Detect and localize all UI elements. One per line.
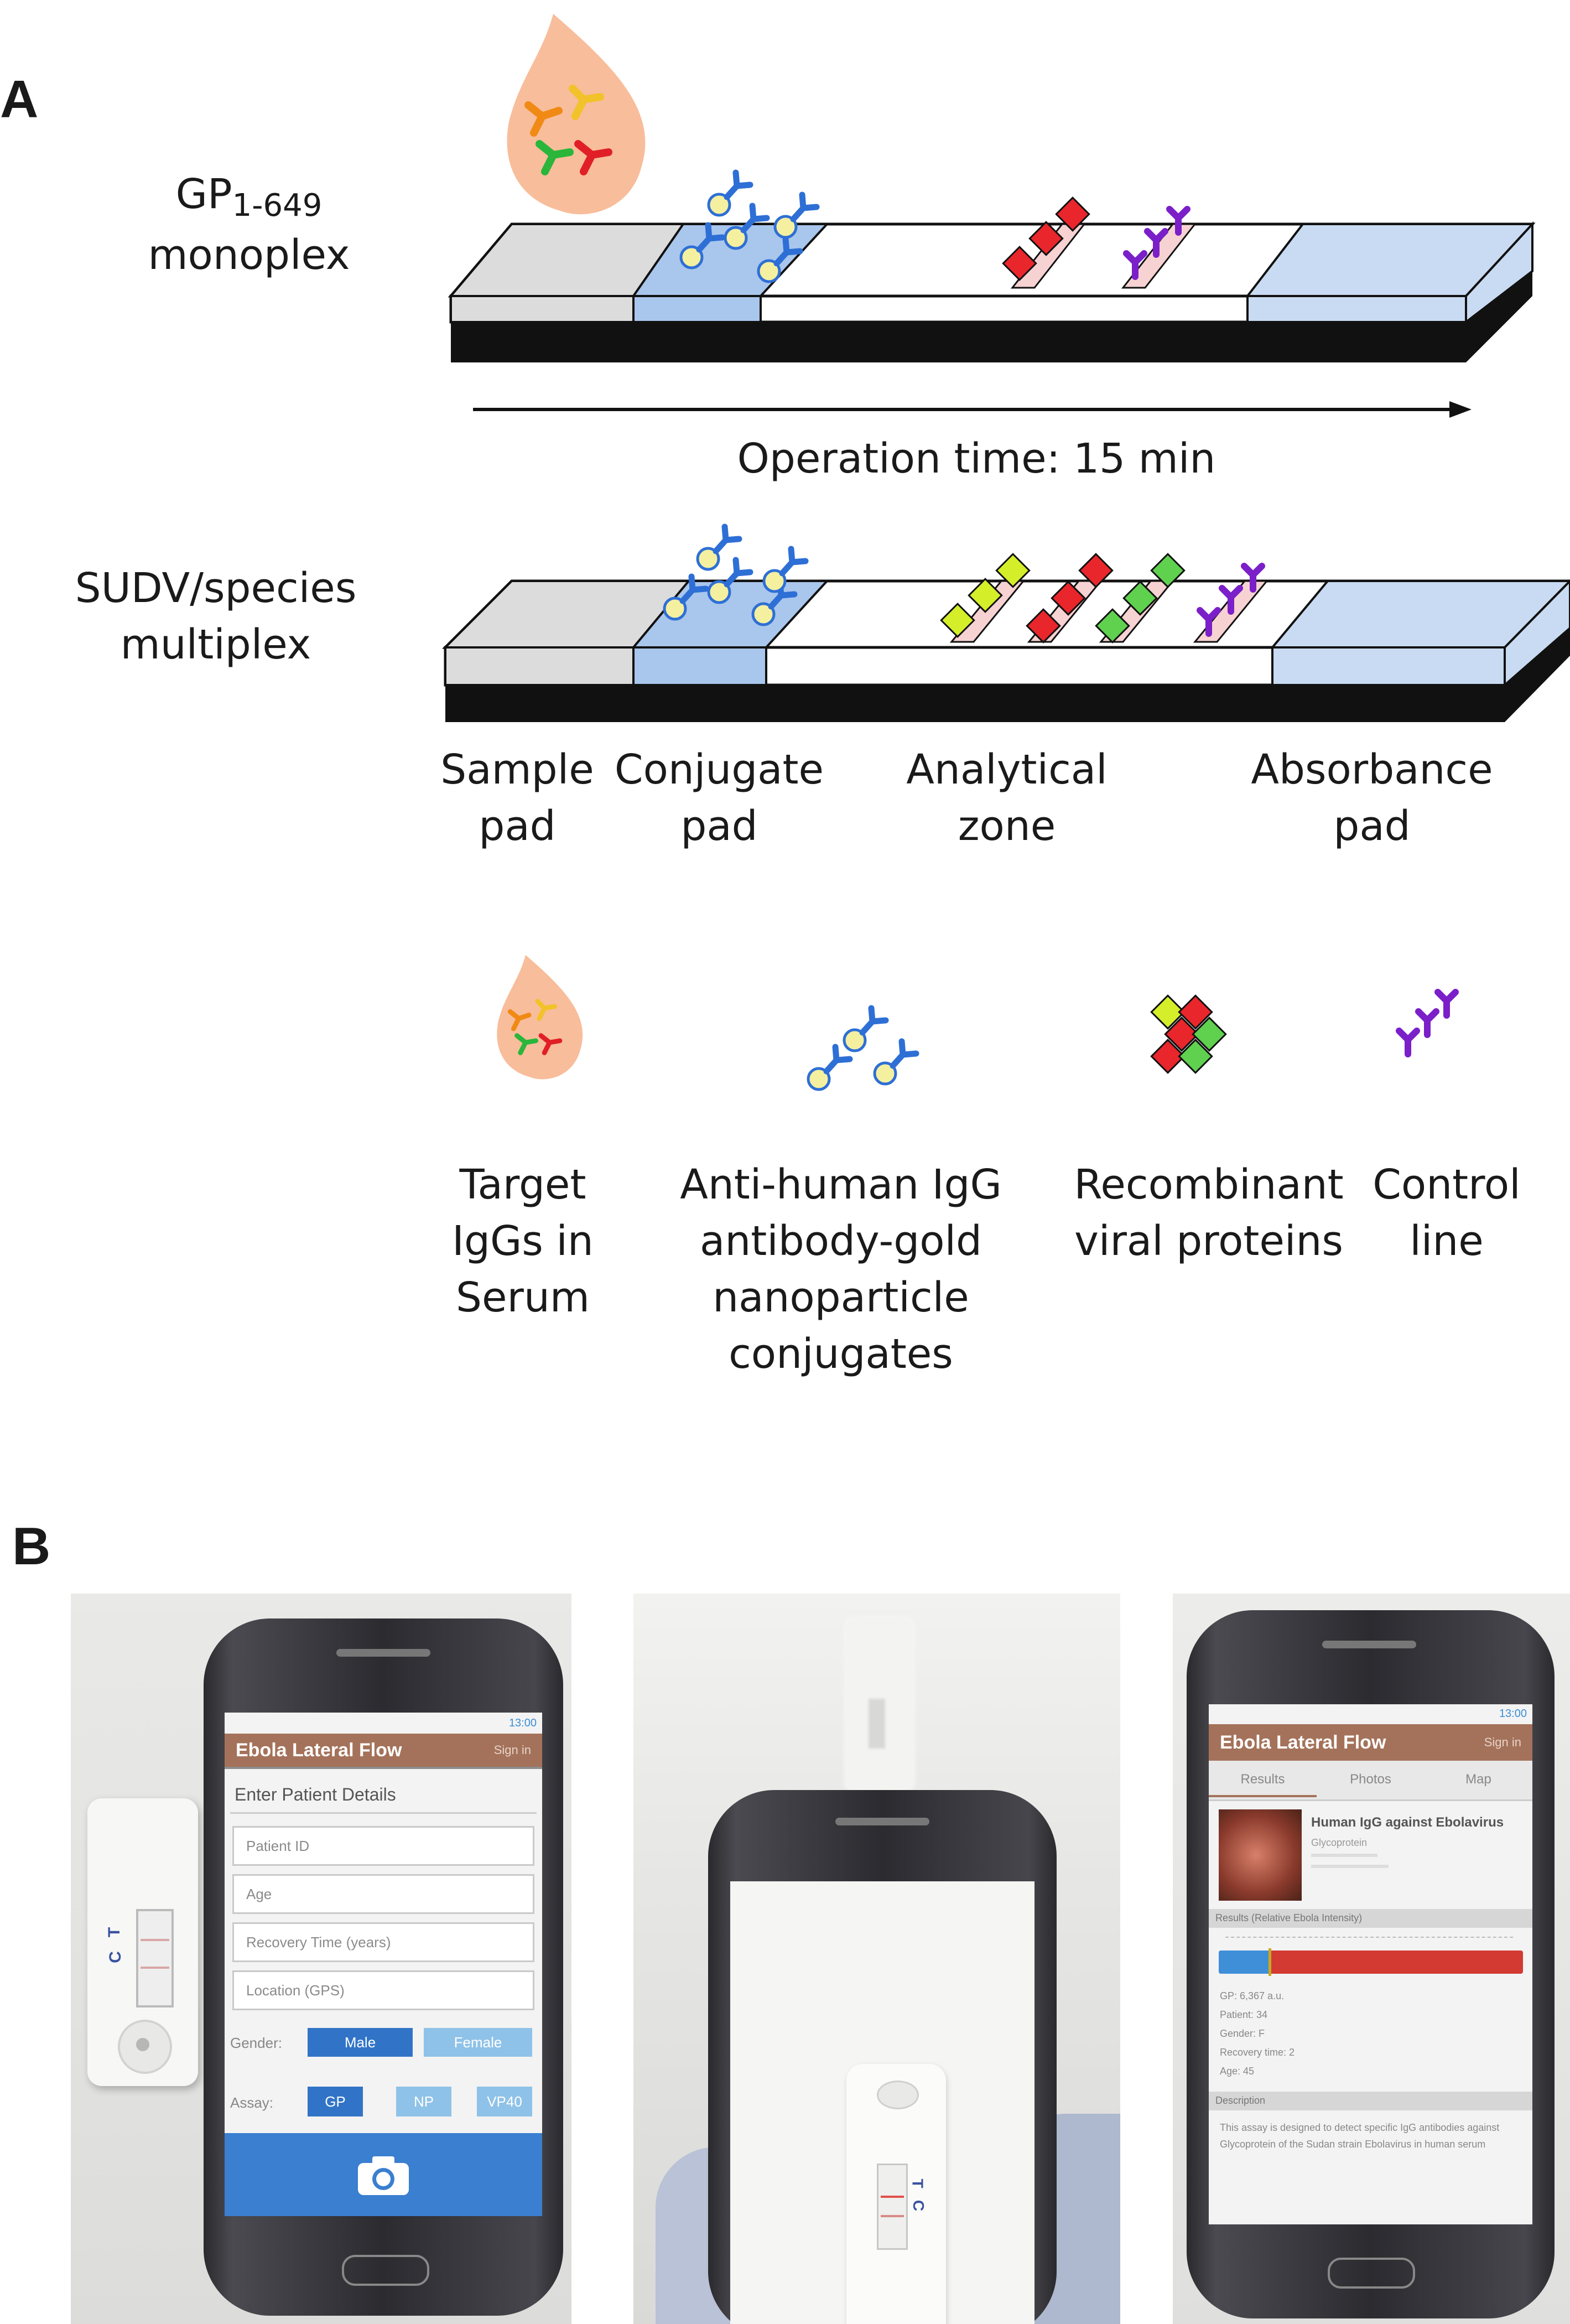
result-stats: GP: 6,367 a.u. Patient: 34 Gender: F Rec… — [1220, 1990, 1295, 2077]
sign-in-link[interactable]: Sign in — [493, 1743, 531, 1757]
phone-2: T C — [708, 1790, 1057, 2324]
app-bar: Ebola Lateral Flow Sign in — [225, 1734, 542, 1767]
phone-3: 13:00 Ebola Lateral Flow Sign in Results… — [1187, 1610, 1555, 2318]
description-header: Description — [1209, 2092, 1532, 2110]
strip-diagrams — [441, 14, 1570, 1450]
panel-b-label: B — [12, 1517, 51, 1576]
app-title-3: Ebola Lateral Flow — [1220, 1732, 1386, 1753]
photo-phone-entry: T C 13:00 Ebola Lateral Flow Sign in Ent… — [71, 1594, 571, 2324]
card-title: Human IgG against Ebolavirus — [1311, 1815, 1504, 1830]
card-subtitle: Glycoprotein — [1311, 1837, 1368, 1848]
gender-label: Gender: — [230, 2035, 282, 2051]
camera-icon[interactable] — [356, 2155, 411, 2197]
phone-2-screen: T C — [730, 1881, 1034, 2324]
result-bar — [1219, 1948, 1523, 1976]
monoplex-strip — [448, 173, 1536, 362]
patient-id-field[interactable]: Patient ID — [232, 1826, 534, 1866]
operation-time-label: Operation time: 15 min — [737, 435, 1216, 483]
status-time: 13:00 — [508, 1717, 537, 1729]
section-title: Enter Patient Details — [235, 1784, 396, 1804]
assay-gp-button[interactable]: GP — [308, 2087, 363, 2116]
photo-phone-capture: T C — [633, 1594, 1120, 2324]
legend-droplet-icon — [497, 954, 583, 1080]
tab-photos[interactable]: Photos — [1350, 1772, 1391, 1787]
gp-subscript: 1-649 — [232, 188, 323, 224]
sudv-text: SUDV/species — [75, 564, 357, 612]
recovery-time-field[interactable]: Recovery Time (years) — [232, 1922, 534, 1962]
monoplex-label: GP1-649 monoplex — [111, 166, 387, 283]
legend-conjugate-icon — [808, 1008, 916, 1090]
photo-phone-results: 13:00 Ebola Lateral Flow Sign in Results… — [1173, 1594, 1570, 2324]
cassette-c-label: C — [106, 1951, 124, 1963]
panel-a-label: A — [0, 70, 39, 129]
description-text: This assay is designed to detect specifi… — [1220, 2122, 1500, 2150]
app-bar-3: Ebola Lateral Flow Sign in — [1209, 1724, 1532, 1761]
virus-image — [1219, 1809, 1302, 1901]
gender-male-button[interactable]: Male — [308, 2028, 413, 2057]
cassette-on-screen: T C — [846, 2064, 946, 2324]
test-cassette: T C — [87, 1798, 198, 2086]
phone-3-screen: 13:00 Ebola Lateral Flow Sign in Results… — [1209, 1704, 1532, 2224]
multiplex-text: multiplex — [120, 621, 311, 669]
phone-1-screen: 13:00 Ebola Lateral Flow Sign in Enter P… — [225, 1713, 542, 2216]
cassette-t-label: T — [105, 1927, 124, 1938]
phone-1: 13:00 Ebola Lateral Flow Sign in Enter P… — [204, 1618, 563, 2316]
tab-results[interactable]: Results — [1209, 1772, 1317, 1797]
results-header: Results (Relative Ebola Intensity) — [1209, 1909, 1532, 1928]
assay-vp40-button[interactable]: VP40 — [477, 2087, 532, 2116]
cassette-screen-c: C — [910, 2200, 928, 2212]
monoplex-text: monoplex — [148, 231, 350, 279]
sample-droplet — [507, 14, 646, 215]
status-time-3: 13:00 — [1499, 1708, 1527, 1720]
gender-female-button[interactable]: Female — [424, 2028, 532, 2057]
cassette-screen-t: T — [909, 2178, 927, 2188]
camera-bar[interactable] — [225, 2133, 542, 2216]
location-field[interactable]: Location (GPS) — [232, 1970, 534, 2010]
age-field[interactable]: Age — [232, 1874, 534, 1914]
multiplex-label: SUDV/species multiplex — [50, 560, 382, 673]
assay-label: Assay: — [230, 2094, 274, 2111]
assay-np-button[interactable]: NP — [396, 2087, 451, 2116]
result-bar-fill — [1219, 1950, 1269, 1974]
home-button-3 — [1328, 2258, 1415, 2289]
home-button — [342, 2255, 429, 2286]
multiplex-strip — [441, 527, 1570, 722]
gp-text: GP — [175, 170, 232, 218]
app-title: Ebola Lateral Flow — [236, 1740, 402, 1761]
legend-protein-icon — [1150, 994, 1227, 1074]
tab-bar: Results Photos Map — [1209, 1761, 1532, 1801]
tab-map[interactable]: Map — [1465, 1772, 1491, 1787]
legend-control-icon — [1399, 992, 1455, 1054]
sign-in-link-3[interactable]: Sign in — [1484, 1735, 1521, 1749]
